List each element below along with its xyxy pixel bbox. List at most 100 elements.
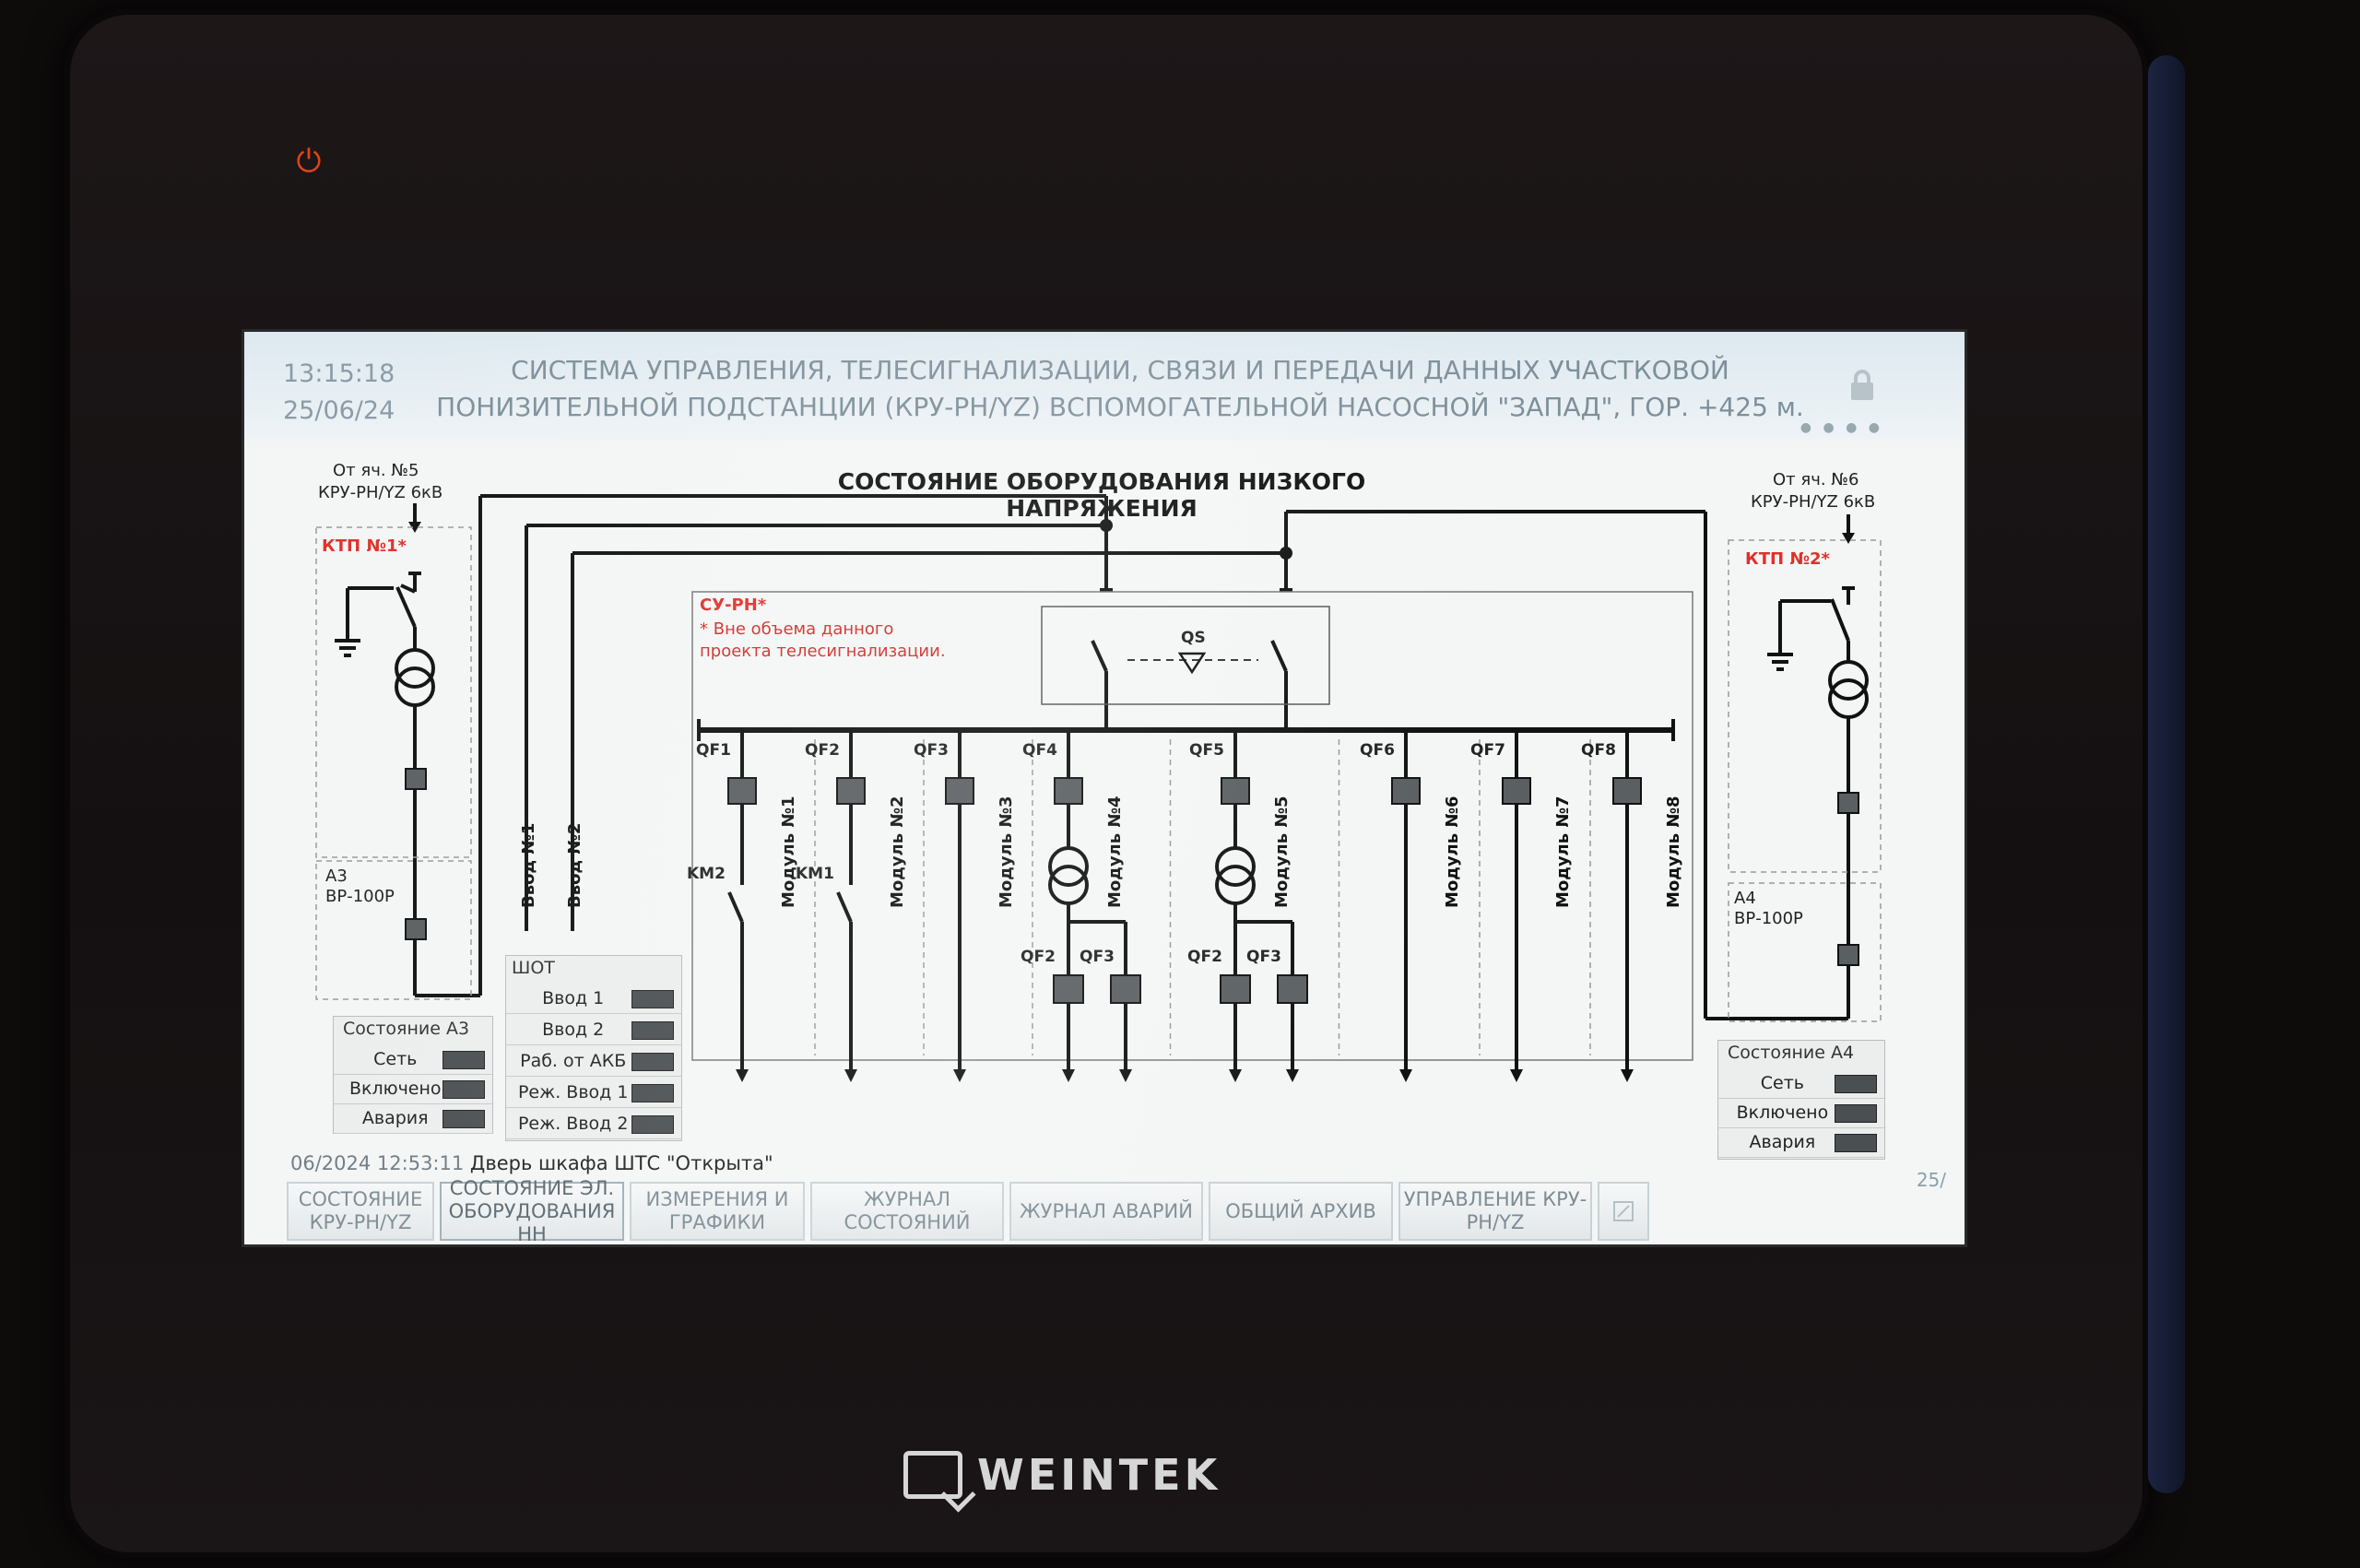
indicator-lamp [631,1021,674,1040]
a3-breaker[interactable] [405,918,427,940]
a3-row-on: Включено [334,1074,492,1104]
contactor-blade [727,891,744,923]
feeder-breaker [1221,777,1250,805]
bezel-side-trim [2148,55,2185,1493]
ktp1-breaker[interactable] [405,768,427,790]
a4-row-set: Сеть [1718,1068,1884,1099]
weintek-logo-icon [903,1451,962,1499]
indicator-lamp [631,990,674,1008]
clock: 13:15:18 25/06/24 [283,356,395,430]
feeder-arrow [1621,1069,1634,1082]
feeder-qf-label: QF6 [1360,741,1395,760]
power-icon[interactable]: ⏻ [296,143,322,180]
nav-alarm-log[interactable]: ЖУРНАЛ АВАРИЙ [1009,1182,1203,1241]
a3-state-title: Состояние А3 [343,1019,470,1039]
indicator-lamp [631,1084,674,1102]
a3-type: ВР-100Р [325,887,395,906]
feeder-arrow [1229,1069,1242,1082]
a3-row-set: Сеть [334,1044,492,1075]
single-line-diagram [315,494,1882,1082]
feeder-arrow [1510,1069,1523,1082]
a4-type: ВР-100Р [1734,909,1803,928]
ktp1-label: КТП №1* [322,536,407,556]
clock-date: 25/06/24 [283,396,395,425]
sub-breaker [1277,974,1308,1004]
feeder-breaker [836,777,866,805]
ktp2-breaker[interactable] [1837,792,1859,814]
indicator-lamp [442,1110,485,1128]
brand-name: WEINTEK [977,1450,1221,1500]
sub-qf-label: QF2 [1187,948,1222,966]
shot-row-vvod2: Ввод 2 [506,1015,681,1045]
clock-time: 13:15:18 [283,360,395,388]
junction-dot [1280,547,1292,560]
su-rn-label: СУ-РН* [700,595,767,615]
feeder-module-label: Модуль №6 [1443,796,1462,908]
feeder-qf-label: QF4 [1022,741,1057,760]
feeder-arrow [1286,1069,1299,1082]
feeder-module-label: Модуль №5 [1272,796,1292,908]
bottom-nav: СОСТОЯНИЕ КРУ-РН/YZ СОСТОЯНИЕ ЭЛ. ОБОРУД… [287,1177,1649,1244]
a4-state-panel: Состояние А4 Сеть Включено Авария [1717,1040,1885,1160]
feeder-group [727,730,1642,1082]
shot-row-mode2: Реж. Ввод 2 [506,1109,681,1139]
nav-ll-equipment[interactable]: СОСТОЯНИЕ ЭЛ. ОБОРУДОВАНИЯ НН [440,1177,624,1244]
a3-row-alarm: Авария [334,1103,492,1134]
su-rn-box [691,591,1693,1061]
page-title: СИСТЕМА УПРАВЛЕНИЯ, ТЕЛЕСИГНАЛИЗАЦИИ, СВ… [429,352,1811,426]
feeder-arrow [953,1069,966,1082]
vvod2-label: Ввод №2 [565,822,584,908]
sub-qf-label: QF2 [1021,948,1056,966]
junction-dot [1100,519,1113,532]
nav-kru-control[interactable]: УПРАВЛЕНИЕ КРУ-РН/YZ [1398,1182,1592,1241]
feeder-module-label: Модуль №2 [888,796,907,908]
feeder-module-label: Модуль №3 [997,796,1016,908]
page-number: 25/ [1916,1169,1946,1191]
feeder-qf-label: QF1 [696,741,731,760]
left-source-label-1: От яч. №5 [333,461,419,480]
feeder-breaker [1502,777,1531,805]
a3-state-panel: Состояние А3 Сеть Включено Авария [333,1016,493,1134]
feeder-breaker [1612,777,1642,805]
indicator-lamp [442,1051,485,1069]
diagram-lines [335,494,1869,1020]
feeder-module-label: Модуль №7 [1553,796,1573,908]
qs-interlock-icon [1177,652,1207,675]
nav-archive[interactable]: ОБЩИЙ АРХИВ [1209,1182,1393,1241]
nav-kru-state[interactable]: СОСТОЯНИЕ КРУ-РН/YZ [287,1182,434,1241]
note-line-1: * Вне объема данного [700,619,894,639]
feeder-module-label: Модуль №8 [1664,796,1683,908]
shot-panel: ШОТ Ввод 1 Ввод 2 Раб. от АКБ Реж. Ввод … [505,955,682,1141]
transformer-coil [1215,846,1256,887]
right-source-label-2: КРУ-РН/YZ 6кВ [1751,492,1876,512]
indicator-lamp [442,1080,485,1099]
ktp2-label: КТП №2* [1745,549,1830,569]
title-line-2: ПОНИЗИТЕЛЬНОЙ ПОДСТАНЦИИ (КРУ-РН/YZ) ВСП… [436,392,1804,422]
qs-label: QS [1181,629,1206,647]
shot-row-vvod1: Ввод 1 [506,984,681,1014]
a4-row-on: Включено [1718,1098,1884,1128]
sub-breaker [1220,974,1251,1004]
shot-title: ШОТ [512,958,555,978]
window-icon [1613,1201,1634,1221]
feeder-breaker [945,777,974,805]
section-title: СОСТОЯНИЕ ОБОРУДОВАНИЯ НИЗКОГО НАПРЯЖЕНИ… [837,468,1366,522]
title-line-1: СИСТЕМА УПРАВЛЕНИЯ, ТЕЛЕСИГНАЛИЗАЦИИ, СВ… [511,355,1729,385]
indicator-lamp [1835,1134,1877,1152]
a4-name: А4 [1734,889,1756,908]
nav-extra-button[interactable] [1598,1182,1649,1241]
feeder-module-label: Модуль №4 [1105,796,1125,908]
alarm-timestamp: 06/2024 12:53:11 [290,1152,465,1174]
feeder-qf-label: QF3 [914,741,949,760]
shot-row-mode1: Реж. Ввод 1 [506,1078,681,1108]
nav-state-log[interactable]: ЖУРНАЛ СОСТОЯНИЙ [810,1182,1004,1241]
feeder-breaker [727,777,757,805]
a4-row-alarm: Авария [1718,1127,1884,1158]
a4-breaker[interactable] [1837,944,1859,966]
a3-name: А3 [325,867,348,886]
brand-logo: WEINTEK [903,1443,1272,1507]
lock-icon[interactable] [1848,369,1876,402]
feeder-km-label: KM2 [687,865,726,883]
transformer-coil [1048,846,1089,887]
nav-measurements[interactable]: ИЗМЕРЕНИЯ И ГРАФИКИ [630,1182,805,1241]
